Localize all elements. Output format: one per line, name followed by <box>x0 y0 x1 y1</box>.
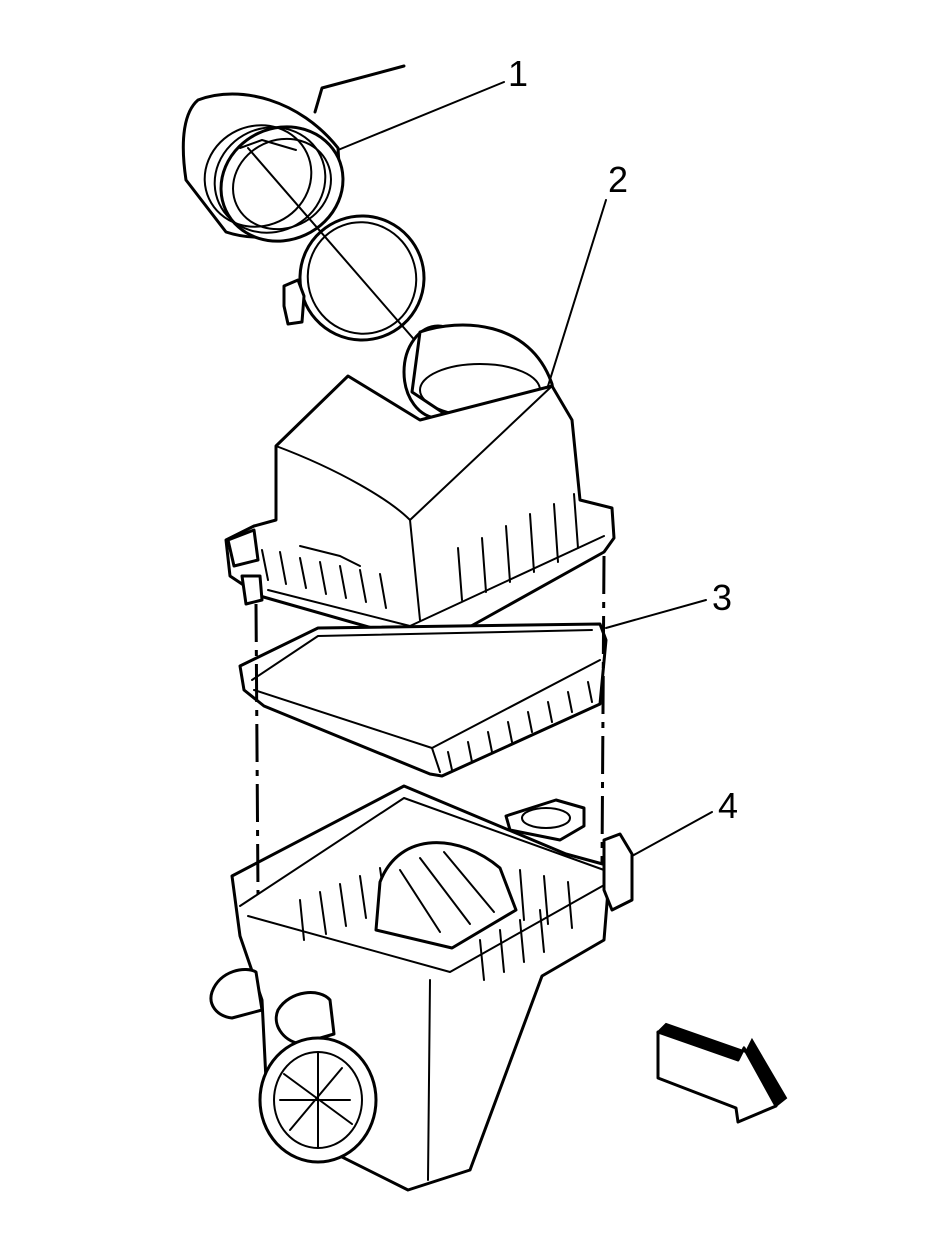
callout-3: 3 <box>712 577 732 618</box>
callout-2: 2 <box>608 159 628 200</box>
alignment-line <box>247 147 419 345</box>
front-direction-arrow-icon <box>656 1022 788 1124</box>
callout-4: 4 <box>718 785 738 826</box>
part-2-upper-housing <box>224 323 616 642</box>
part-3-filter-element <box>238 622 608 778</box>
part-1-outlet-duct <box>181 64 406 243</box>
leader-lines <box>337 81 713 857</box>
assembly-alignment-lines <box>254 555 606 895</box>
leader-line-3 <box>605 599 707 629</box>
part-4-lower-housing <box>209 784 634 1192</box>
leader-line-2 <box>547 199 607 387</box>
leader-line-1 <box>337 81 505 151</box>
leader-line-4 <box>631 811 713 857</box>
callout-1: 1 <box>508 53 528 94</box>
